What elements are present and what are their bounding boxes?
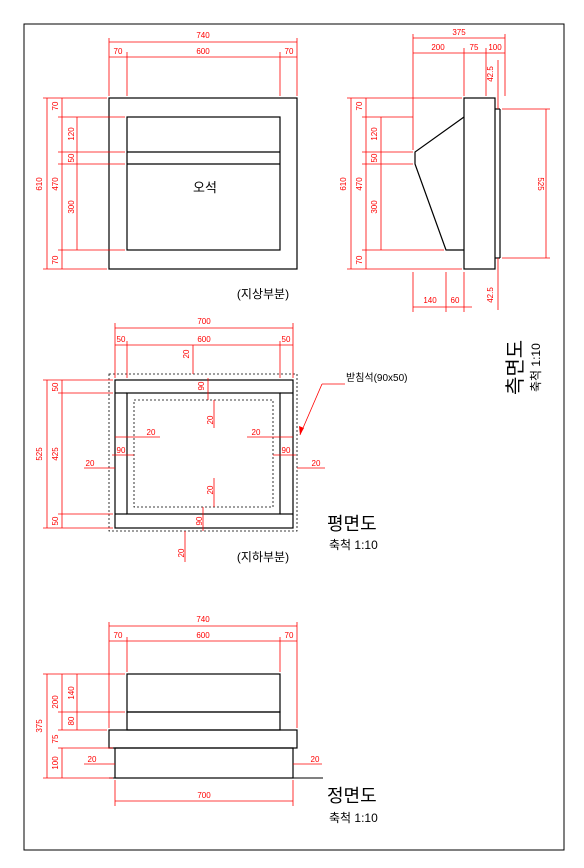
dim-20: 20: [206, 415, 215, 424]
dim-20: 20: [182, 349, 191, 358]
plan-title: 평면도: [327, 514, 377, 534]
front-stone-upper: [126, 673, 281, 713]
dim-100: 100: [51, 756, 60, 770]
front-base: [108, 729, 298, 749]
side-view: 375 200 75 100 610 70 470 70 120 50 300 …: [339, 28, 550, 395]
dim-90: 90: [117, 446, 126, 455]
front-stone-lower: [126, 711, 281, 731]
dim-600: 600: [196, 631, 210, 640]
dim-120: 120: [370, 127, 379, 141]
dim-610: 610: [339, 177, 348, 191]
dim-525: 525: [35, 447, 44, 461]
dim-600: 600: [197, 335, 211, 344]
dim-740: 740: [196, 31, 210, 40]
below-ground-label: (지하부분): [237, 550, 289, 564]
dim-300: 300: [67, 200, 76, 214]
dim-120: 120: [67, 127, 76, 141]
dim-375: 375: [452, 28, 466, 37]
dim-42-5: 42.5: [486, 66, 495, 82]
dim-375: 375: [35, 719, 44, 733]
side-scale: 축척 1:10: [529, 343, 543, 392]
dim-70: 70: [285, 631, 294, 640]
dim-425: 425: [51, 447, 60, 461]
dim-60: 60: [451, 296, 460, 305]
dim-70: 70: [114, 631, 123, 640]
dim-20: 20: [206, 485, 215, 494]
plan-view: 700 50 600 50 20 90 20 20 90 20 20 20 90…: [35, 317, 408, 564]
dim-140: 140: [67, 686, 76, 700]
dim-200: 200: [431, 43, 445, 52]
dim-740: 740: [196, 615, 210, 624]
dim-20: 20: [86, 459, 95, 468]
dim-50: 50: [51, 516, 60, 525]
dim-470: 470: [355, 177, 364, 191]
plan-inner-dashed: [133, 399, 274, 508]
dim-75: 75: [51, 734, 60, 743]
dim-20: 20: [147, 428, 156, 437]
dim-90: 90: [282, 446, 291, 455]
dim-50: 50: [67, 153, 76, 162]
dim-70: 70: [51, 101, 60, 110]
front-title: 정면도: [327, 786, 377, 806]
plan-scale: 축척 1:10: [329, 538, 378, 552]
stone-panel: [126, 116, 281, 251]
front-view: 740 70 600 70 375 200 75 100 140 80 20 2…: [35, 615, 378, 825]
dim-50: 50: [117, 335, 126, 344]
dim-200: 200: [51, 695, 60, 709]
dim-20: 20: [311, 755, 320, 764]
stone-label: 오석: [193, 180, 217, 195]
dim-70: 70: [355, 255, 364, 264]
dim-70: 70: [355, 101, 364, 110]
dim-70: 70: [51, 255, 60, 264]
dim-20: 20: [177, 548, 186, 557]
outer-frame: [108, 97, 298, 270]
dim-42-5: 42.5: [486, 287, 495, 303]
sheet-border: [23, 23, 565, 851]
dim-525: 525: [536, 177, 545, 191]
dim-100: 100: [488, 43, 502, 52]
dim-700: 700: [197, 317, 211, 326]
plan-outer: [114, 379, 294, 529]
dim-470: 470: [51, 177, 60, 191]
dim-80: 80: [67, 716, 76, 725]
front-scale: 축척 1:10: [329, 811, 378, 825]
dim-75: 75: [470, 43, 479, 52]
above-ground-label: (지상부분): [237, 287, 289, 301]
base-stone-label: 받침석(90x50): [346, 372, 408, 384]
dim-70: 70: [114, 47, 123, 56]
side-back-slab: [463, 97, 496, 270]
dim-20: 20: [88, 755, 97, 764]
dim-50: 50: [51, 382, 60, 391]
dim-700: 700: [197, 791, 211, 800]
dim-20: 20: [312, 459, 321, 468]
side-stone-profile: [414, 116, 465, 251]
dim-50: 50: [370, 153, 379, 162]
dim-50: 50: [282, 335, 291, 344]
dim-70: 70: [285, 47, 294, 56]
dim-90: 90: [195, 516, 204, 525]
dim-20: 20: [252, 428, 261, 437]
dim-610: 610: [35, 177, 44, 191]
dim-600: 600: [196, 47, 210, 56]
top-elevation-view: 오석 (지상부분) 740 70 600 70 610 70 470 70 12…: [35, 31, 298, 301]
dim-300: 300: [370, 200, 379, 214]
excavation-outline: [108, 373, 298, 532]
plan-stone: [126, 392, 281, 515]
dim-140: 140: [423, 296, 437, 305]
front-foundation: [114, 747, 294, 779]
side-title: 측면도: [504, 340, 527, 395]
dim-90: 90: [197, 381, 206, 390]
